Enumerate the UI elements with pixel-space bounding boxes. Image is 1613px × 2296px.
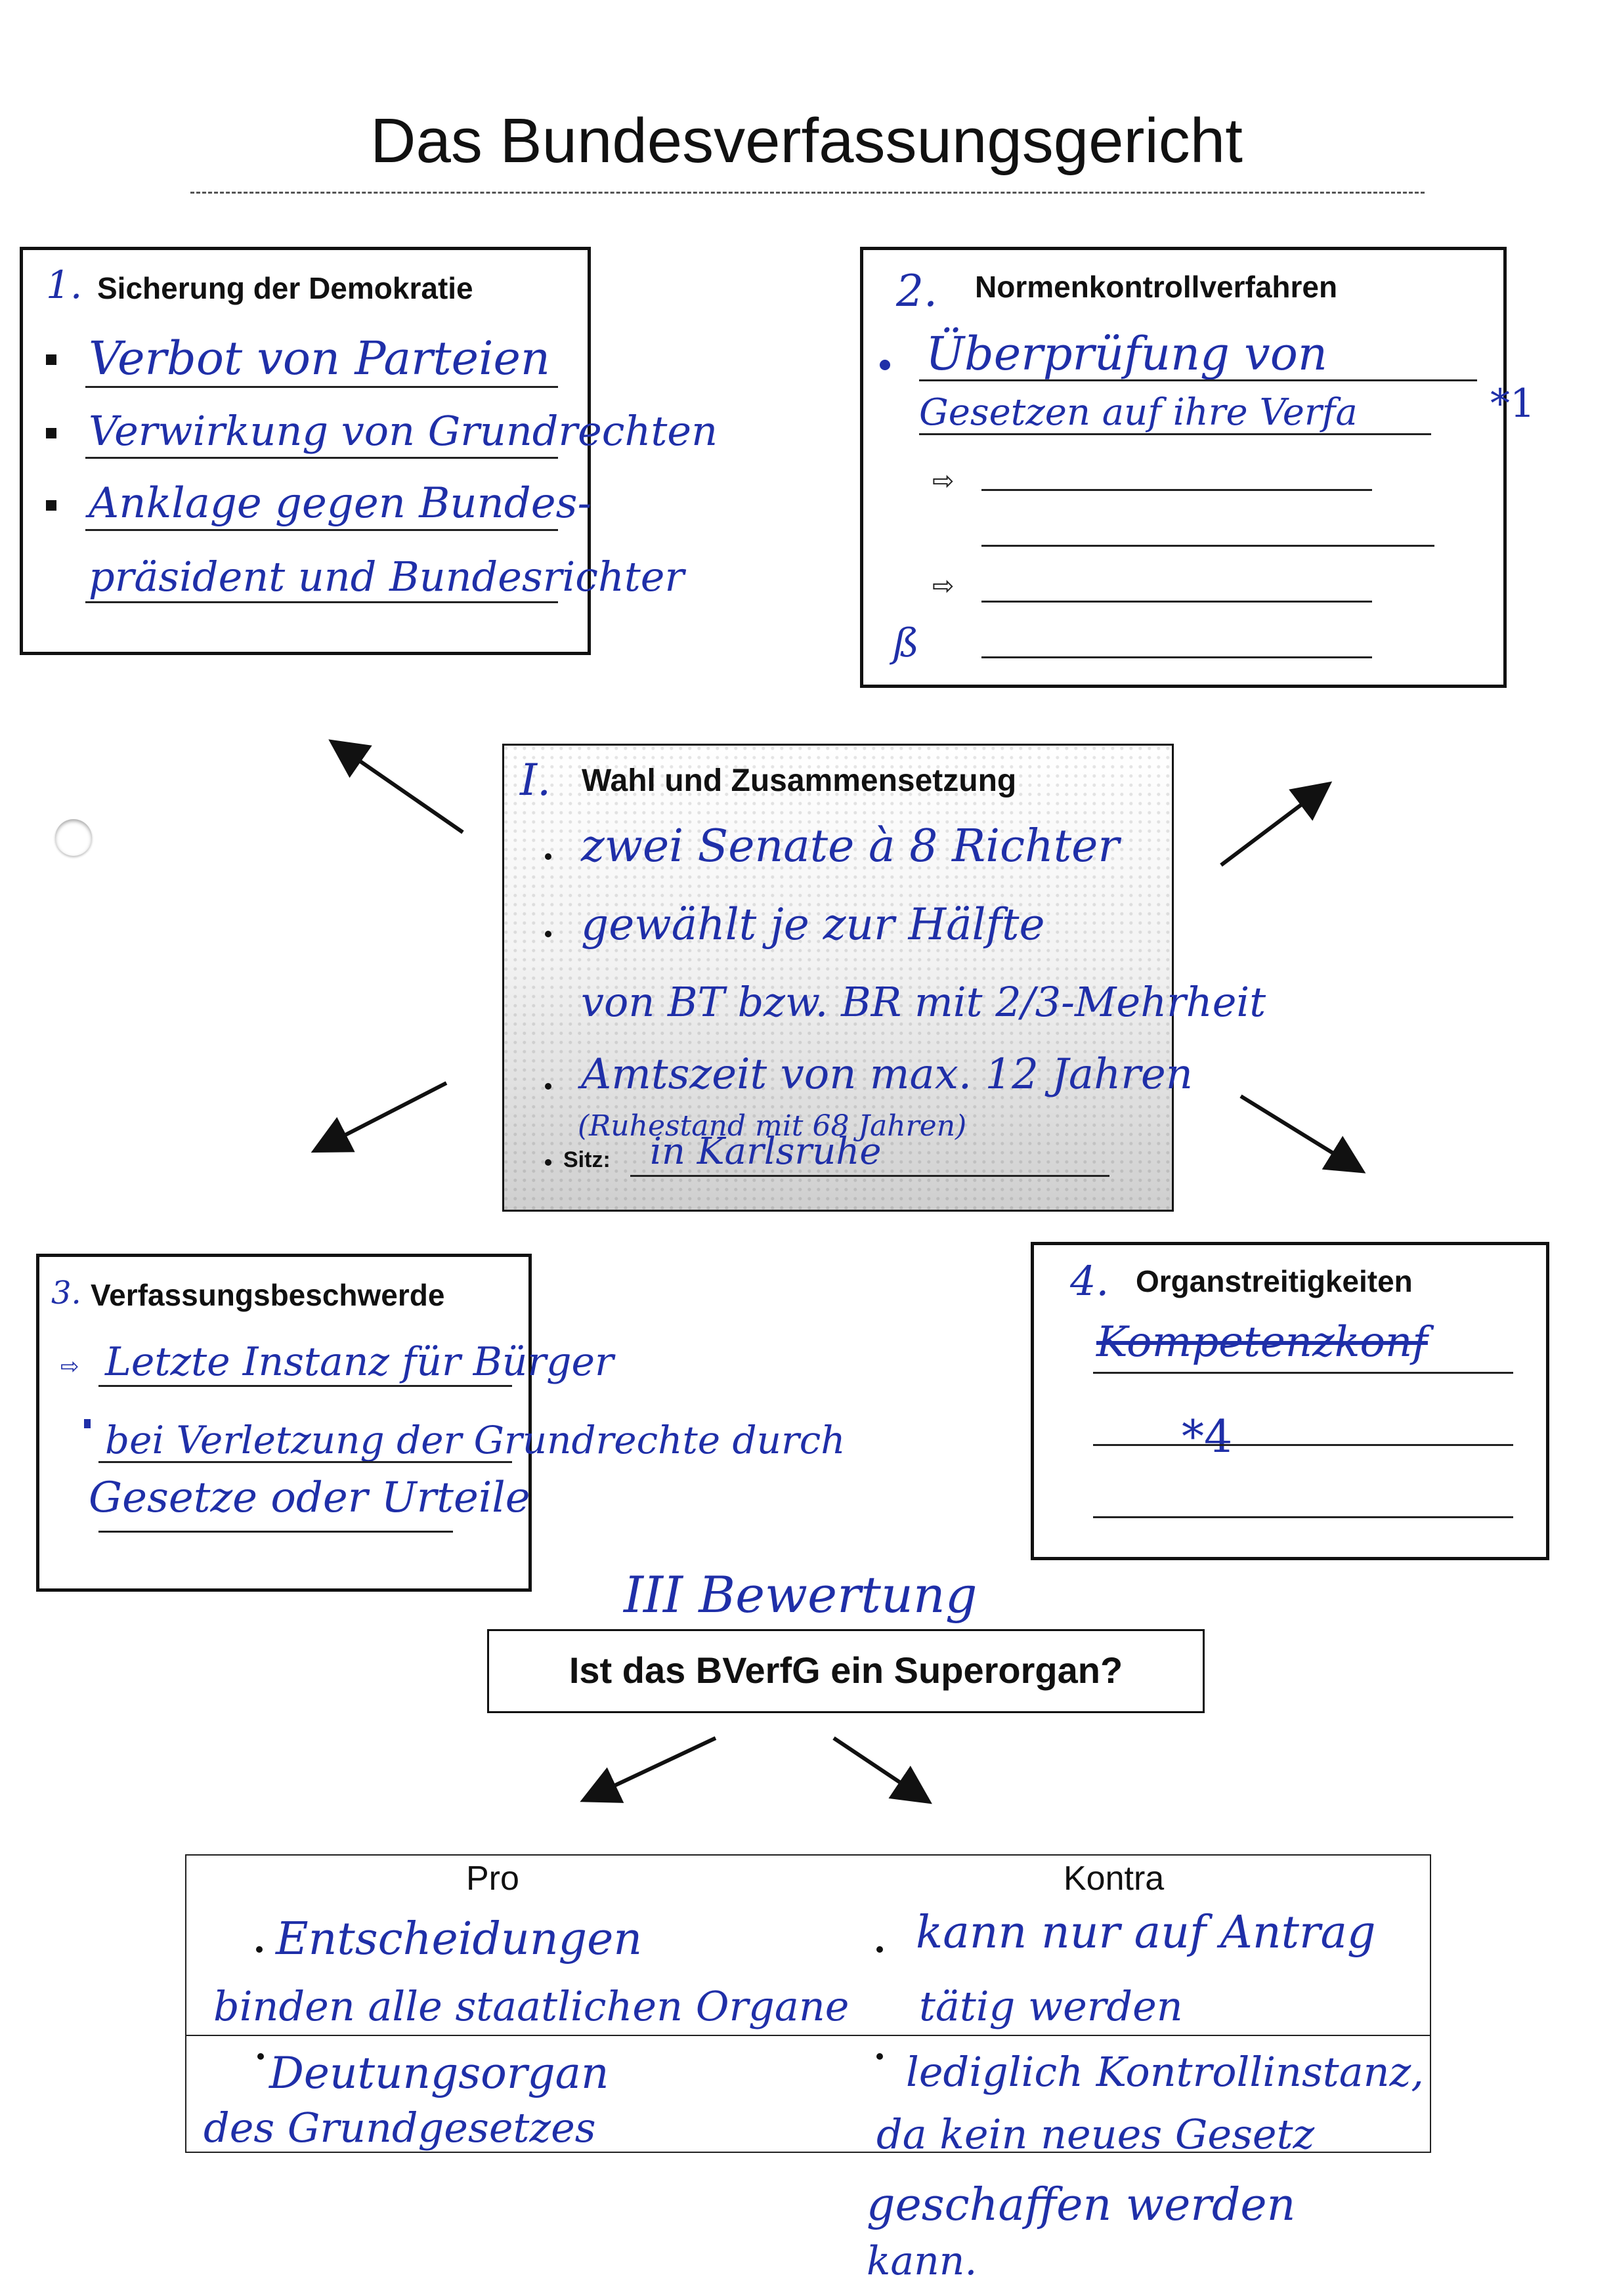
box-wahl-zusammensetzung [502, 744, 1174, 1212]
pro-contra-table [185, 1854, 1431, 2153]
box4-number: 4. [1070, 1257, 1109, 1305]
box3-rule-2 [98, 1461, 512, 1463]
center-heading: Wahl und Zusammensetzung [582, 763, 1017, 798]
title-underline [190, 192, 1425, 194]
pro1-bullet [256, 1946, 263, 1953]
box3-rule-3 [98, 1531, 453, 1533]
sitz-label: Sitz: [563, 1147, 611, 1172]
arrow-to-box1 [328, 739, 464, 834]
contra-header: Kontra [1064, 1860, 1165, 1898]
page-title: Das Bundesverfassungsgericht [370, 106, 1243, 176]
box2-heading: Normenkontrollverfahren [975, 270, 1338, 304]
box2-bullet [880, 360, 890, 370]
box2-rule-2 [919, 433, 1431, 435]
box2-rule-5 [981, 601, 1372, 603]
center-bullet-sitz [545, 1159, 551, 1166]
box4-rule-3 [1093, 1516, 1513, 1518]
contra2-bullet [876, 2053, 883, 2060]
box3-line-1: Letzte Instanz für Bürger [105, 1339, 614, 1385]
box3-line-3: Gesetze oder Urteile [89, 1474, 530, 1522]
box2-hw-mark: *1 [1490, 381, 1536, 427]
sitz-value: in Karlsruhe [650, 1130, 882, 1173]
box1-number: 1. [46, 263, 83, 307]
box-organstreitigkeiten [1031, 1242, 1549, 1560]
box1-item-1: Verbot von Parteien [89, 331, 550, 385]
center-line-5: (Ruhestand mit 68 Jahren) [578, 1109, 967, 1143]
box2-hw-line-1: Überprüfung von [926, 327, 1327, 381]
box1-bullet-2 [46, 428, 56, 438]
box1-bullet-3 [46, 500, 56, 511]
box2-rule-1 [919, 379, 1477, 381]
box2-side-mark: ß [893, 620, 920, 666]
box1-item-3: Anklage gegen Bundes- [89, 479, 592, 528]
section3-label: III Bewertung [624, 1565, 978, 1624]
box-normenkontrollverfahren [860, 247, 1507, 688]
box3-rule-1 [98, 1385, 512, 1387]
box1-rule-3 [85, 529, 558, 531]
question-box [487, 1629, 1205, 1713]
box2-rule-3 [981, 489, 1372, 491]
contra2-line-b: da kein neues Gesetz [876, 2110, 1315, 2158]
box3-arrow-icon: ⇨ [60, 1354, 79, 1379]
sitz-rule [630, 1175, 1109, 1177]
box1-rule-4 [85, 601, 558, 603]
pro1-line-a: Entscheidungen [276, 1913, 643, 1965]
center-bullet-3 [545, 1083, 551, 1090]
box1-rule-2 [85, 457, 558, 459]
arrow-to-box2 [1220, 781, 1333, 867]
box2-hw-line-2: Gesetzen auf ihre Verfa [919, 391, 1358, 434]
box-verfassungsbeschwerde [36, 1254, 532, 1592]
box1-bullet-1 [46, 354, 56, 365]
box1-rule-1 [85, 386, 558, 388]
arrow-right-icon: ⇨ [932, 572, 955, 601]
box1-item-4: präsident und Bundesrichter [89, 553, 685, 601]
punch-hole-top [55, 819, 92, 856]
box4-struck: Kompetenzkonf [1096, 1318, 1428, 1367]
contra1-bullet [876, 1946, 883, 1953]
box4-mark: *4 [1182, 1411, 1233, 1463]
box3-line-2: bei Verletzung der Grundrechte durch [105, 1418, 846, 1462]
box4-heading: Organstreitigkeiten [1136, 1264, 1413, 1298]
pro2-bullet [257, 2053, 264, 2060]
arrow-to-pro [580, 1736, 717, 1803]
box4-rule-1 [1093, 1372, 1513, 1374]
center-bullet-1 [545, 853, 551, 860]
pro1-line-b: binden alle staatlichen Organe [213, 1982, 850, 2030]
box1-item-2: Verwirkung von Grundrechten [89, 407, 718, 455]
center-number: I. [520, 755, 551, 805]
center-bullet-2 [545, 931, 551, 937]
center-line-2: gewählt je zur Hälfte [581, 899, 1045, 950]
arrow-right-icon: ⇨ [932, 467, 955, 496]
box-sicherung-demokratie [20, 247, 591, 655]
contra1-line-b: tätig werden [919, 1982, 1183, 2030]
box2-number: 2. [896, 266, 937, 316]
pro2-line-b: des Grundgesetzes [204, 2104, 596, 2152]
box3-number: 3. [51, 1275, 81, 1311]
box2-rule-4 [981, 545, 1434, 547]
contra1-line-a: kann nur auf Antrag [916, 1907, 1376, 1959]
arrow-to-box4 [1239, 1094, 1366, 1174]
question-text: Ist das BVerfG ein Superorgan? [569, 1649, 1123, 1691]
table-middle-rule [185, 2035, 1431, 2036]
box1-heading: Sicherung der Demokratie [97, 271, 473, 305]
box3-heading: Verfassungsbeschwerde [91, 1278, 445, 1312]
pro-header: Pro [466, 1860, 519, 1898]
box3-bullet-2 [84, 1419, 91, 1428]
box4-rule-2 [1093, 1444, 1513, 1446]
contra2-line-d: kann. [867, 2238, 978, 2284]
arrow-to-contra [832, 1736, 932, 1804]
contra2-line-a: lediglich Kontrollinstanz, [906, 2048, 1424, 2096]
center-line-3: von BT bzw. BR mit 2/3-Mehrheit [581, 978, 1266, 1026]
center-line-1: zwei Senate à 8 Richter [581, 820, 1119, 872]
center-line-4: Amtszeit von max. 12 Jahren [581, 1050, 1193, 1099]
contra2-line-c: geschaffen werden [867, 2179, 1296, 2231]
pro2-line-a: Deutungsorgan [269, 2048, 609, 2098]
box2-rule-6 [981, 656, 1372, 658]
arrow-to-box3 [311, 1081, 448, 1153]
